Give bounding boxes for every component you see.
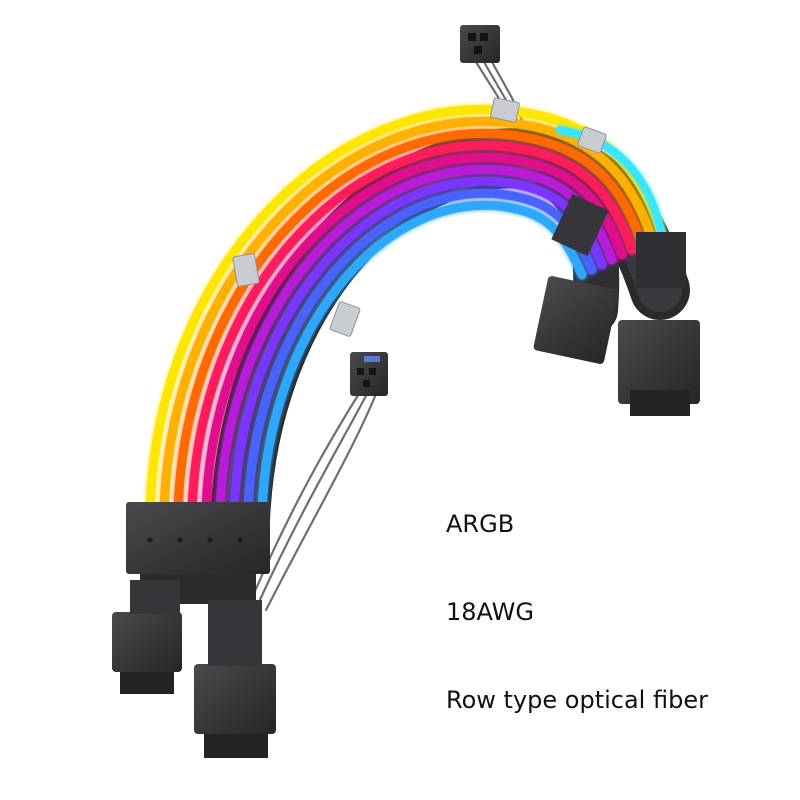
cable-combs [232, 97, 607, 337]
pcie-connector-right-upper [533, 193, 619, 364]
argb-connector-top [460, 25, 500, 63]
argb-connector-middle [350, 352, 388, 396]
pcie-connector-right-middle [618, 232, 700, 416]
pcie-8pin-connector-right [194, 600, 276, 758]
spec-wire-gauge-label: 18AWG [446, 598, 534, 626]
spec-argb-label: ARGB [446, 510, 515, 538]
pcie-8pin-connector-left [112, 580, 182, 694]
spec-fiber-type-label: Row type optical fiber [446, 686, 708, 714]
pcie-connector-front [126, 502, 270, 604]
fiber-right-highlight [556, 126, 666, 239]
